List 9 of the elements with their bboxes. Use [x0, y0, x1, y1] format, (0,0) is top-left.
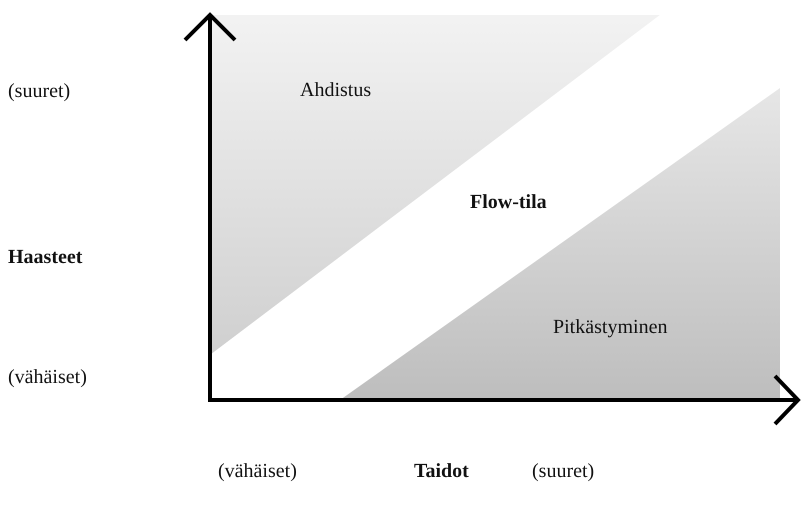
region-label: Ahdistus	[300, 79, 372, 102]
region-label: Pitkästyminen	[553, 316, 668, 339]
axis-value-label: (suuret)	[8, 80, 70, 103]
axis-title: Haasteet	[8, 246, 82, 269]
axis-value-label: (vähäiset)	[8, 366, 87, 389]
axis-title: Taidot	[414, 460, 469, 483]
axis-value-label: (vähäiset)	[218, 460, 297, 483]
region-label: Flow-tila	[470, 191, 547, 214]
axis-value-label: (suuret)	[532, 460, 594, 483]
